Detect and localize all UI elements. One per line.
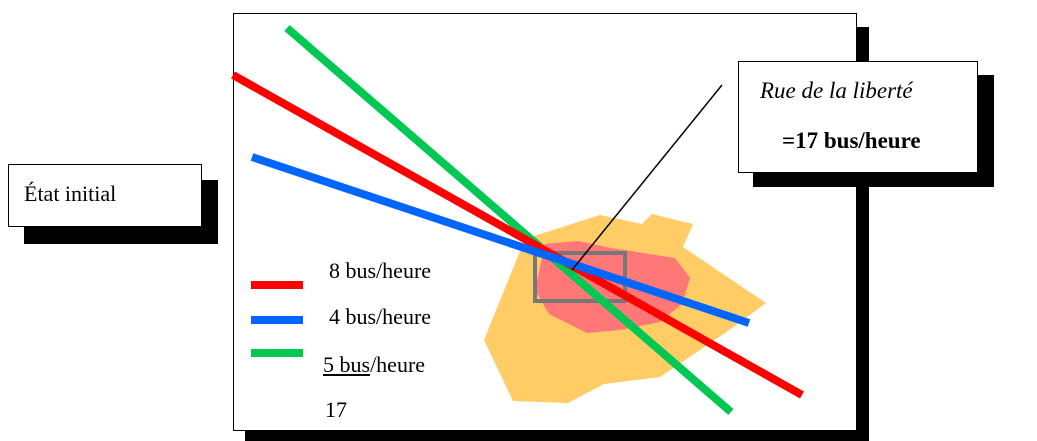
study-area-box — [533, 251, 627, 303]
state-label: État initial — [24, 181, 117, 206]
legend-green-value: 5 bus — [323, 352, 371, 377]
callout-line — [571, 84, 723, 271]
legend-total: 17 — [325, 397, 347, 422]
red-route-line — [231, 71, 804, 399]
street-callout-box — [738, 61, 978, 173]
green-route-line — [284, 24, 734, 416]
street-total: =17 bus/heure — [782, 128, 921, 153]
legend-green-unit: /heure — [370, 352, 426, 377]
legend-blue-label: 4 bus/heure — [329, 304, 432, 329]
legend-green-label: 5 bus/heure — [323, 352, 425, 378]
state-box — [8, 164, 202, 227]
blue-route-line — [250, 153, 751, 327]
street-name: Rue de la liberté — [760, 78, 913, 103]
legend-red-label: 8 bus/heure — [329, 258, 432, 283]
